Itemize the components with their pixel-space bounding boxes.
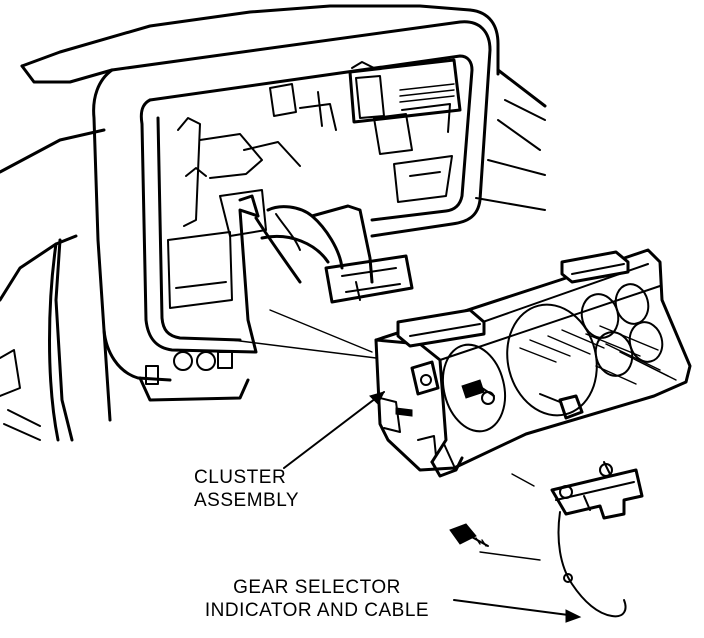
gear-label-line2: INDICATOR AND CABLE bbox=[204, 600, 430, 621]
cluster-label-line2: ASSEMBLY bbox=[194, 490, 300, 511]
gear-callout-arrow bbox=[453, 599, 582, 623]
gear-label-line1: GEAR SELECTOR bbox=[233, 577, 401, 598]
mounting-screw-lower bbox=[449, 523, 489, 547]
mounting-screw-upper bbox=[461, 379, 495, 405]
cluster-callout-arrow bbox=[283, 391, 385, 469]
cluster-assembly-label: CLUSTER ASSEMBLY bbox=[194, 466, 299, 512]
cluster-assembly bbox=[374, 248, 692, 478]
cluster-label-line1: CLUSTER bbox=[194, 467, 287, 488]
leader-lines bbox=[231, 309, 541, 561]
gear-selector-indicator bbox=[550, 461, 644, 618]
dashboard-panel bbox=[0, 4, 547, 442]
gear-selector-label: GEAR SELECTOR INDICATOR AND CABLE bbox=[190, 576, 444, 622]
